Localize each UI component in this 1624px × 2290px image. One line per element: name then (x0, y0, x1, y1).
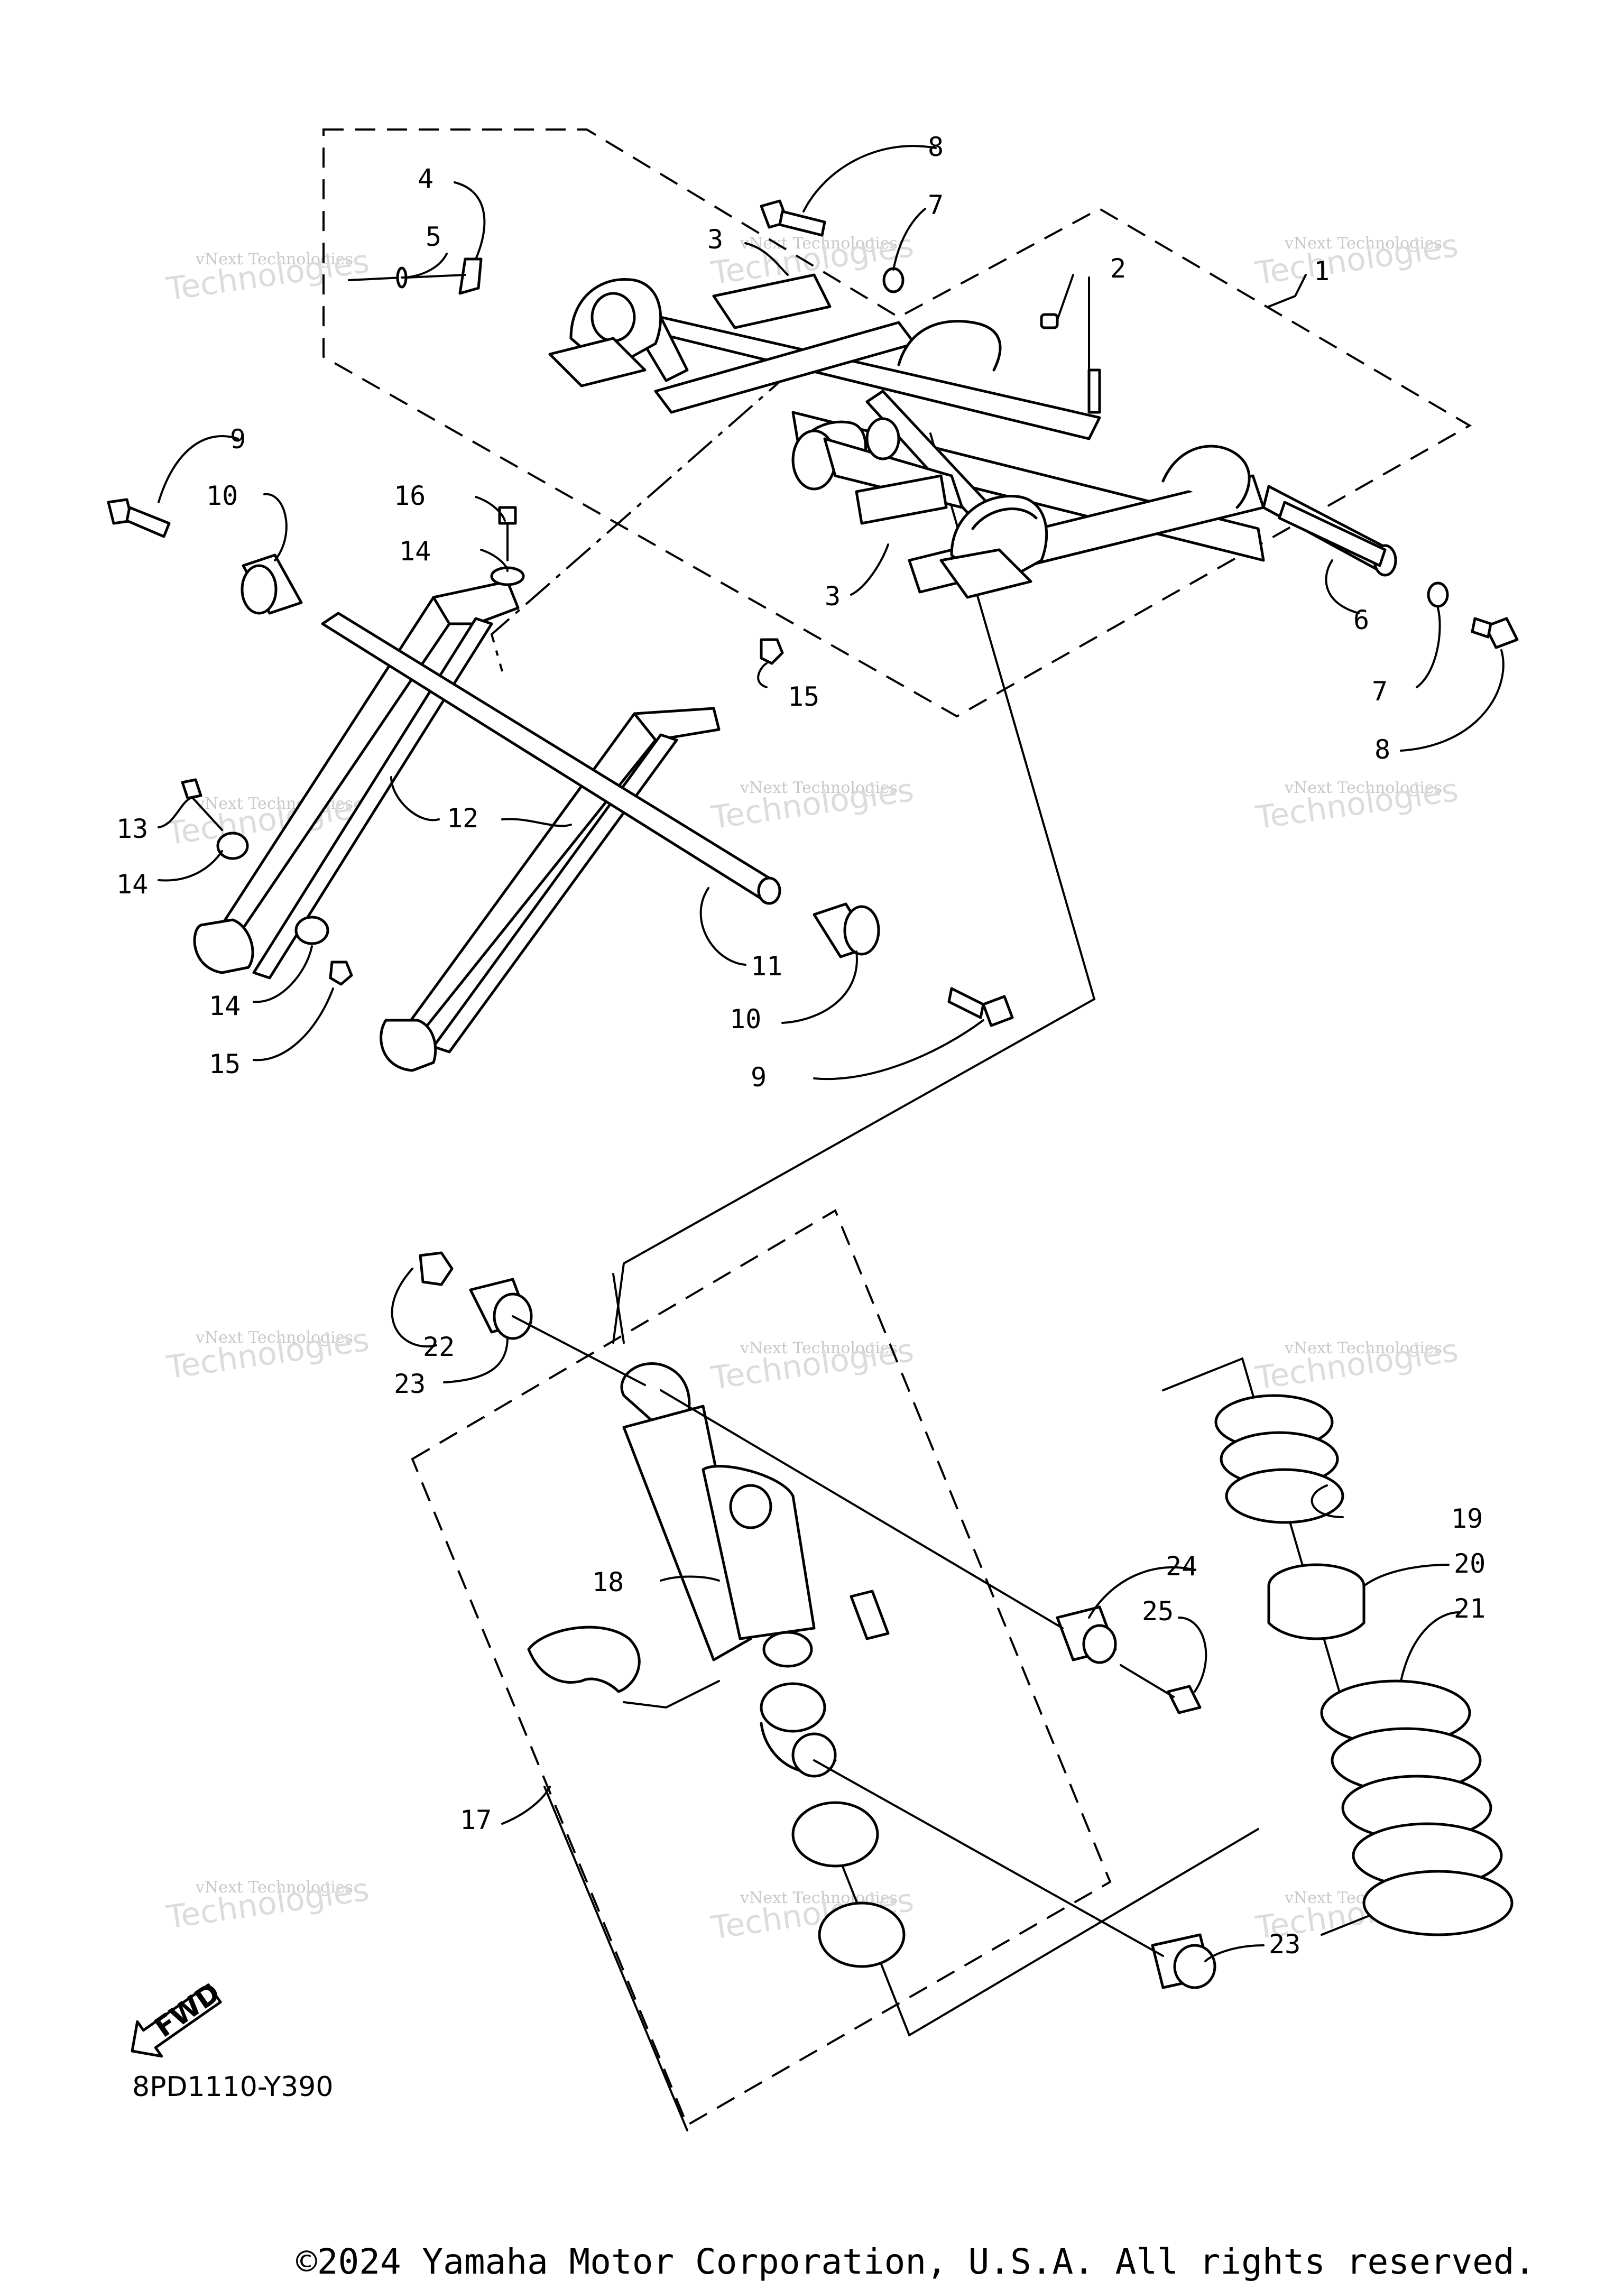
reference-line (490, 369, 794, 672)
callout-25: 25 (1142, 1596, 1174, 1627)
callout-18: 18 (592, 1567, 624, 1598)
collar-10 (241, 553, 880, 958)
washer-14 (216, 566, 525, 945)
reference-line (660, 1389, 1064, 1629)
fwd-arrow-icon: FWD (131, 1977, 226, 2058)
callout-10: 10 (730, 1004, 761, 1035)
svg-text:vNext Technologies: vNext Technologies (195, 1878, 353, 1897)
rear-arm-group-outline (322, 128, 1472, 718)
callout-2: 2 (1110, 253, 1126, 284)
svg-text:vNext Technologies: vNext Technologies (740, 234, 898, 253)
link-arm-12 (193, 580, 721, 1072)
reference-line (612, 1273, 625, 1344)
leader-lines (158, 145, 1505, 1962)
bolt-9 (107, 498, 1014, 1027)
callout-23: 23 (1269, 1929, 1300, 1960)
callout-numbers: 1 2 3 3 4 5 6 7 7 8 8 9 9 10 10 11 12 13… (116, 132, 1485, 1960)
spring-guide-20 (1267, 1563, 1365, 1640)
bolt-25 (1120, 1664, 1202, 1714)
svg-text:vNext Technologies: vNext Technologies (1284, 1339, 1442, 1358)
callout-7: 7 (1372, 676, 1388, 707)
shock-assembly-outline (411, 1209, 1112, 2127)
callout-24: 24 (1166, 1551, 1197, 1582)
callout-15: 15 (209, 1049, 241, 1079)
callout-7: 7 (928, 190, 944, 220)
callout-10: 10 (206, 481, 238, 511)
tube-11 (321, 612, 781, 905)
callout-9: 9 (751, 1062, 767, 1093)
svg-text:vNext Technologies: vNext Technologies (740, 1339, 898, 1358)
svg-text:FWD: FWD (149, 1977, 226, 2044)
reference-line (813, 1759, 1164, 1957)
plate-3 (712, 273, 948, 525)
callout-1: 1 (1314, 256, 1330, 287)
svg-text:vNext Technologies: vNext Technologies (1284, 779, 1442, 797)
callout-4: 4 (418, 163, 433, 194)
svg-text:vNext Technologies: vNext Technologies (1284, 234, 1442, 253)
reference-line (623, 1680, 720, 1709)
svg-text:vNext Technologies: vNext Technologies (195, 250, 353, 269)
callout-23: 23 (394, 1369, 426, 1399)
copyright-notice: ©2024 Yamaha Motor Corporation, U.S.A. A… (296, 2241, 1536, 2282)
callout-3: 3 (825, 581, 841, 612)
callout-8: 8 (1374, 734, 1390, 765)
callout-3: 3 (707, 224, 723, 255)
svg-text:vNext Technologies: vNext Technologies (195, 1328, 353, 1347)
callout-6: 6 (1353, 605, 1369, 635)
spring-19 (1214, 1394, 1344, 1524)
callout-22: 22 (423, 1332, 455, 1362)
adjuster-nuts (791, 1801, 906, 1968)
bolt-8 (760, 199, 1519, 649)
plate-4 (458, 257, 483, 295)
callout-19: 19 (1451, 1503, 1483, 1534)
callout-14: 14 (399, 536, 431, 567)
reference-line (512, 1315, 646, 1386)
collar-24 (1056, 1605, 1117, 1664)
bolt-13 (181, 778, 223, 831)
callout-15: 15 (788, 681, 819, 712)
shock-absorber-18 (620, 1362, 890, 1778)
nut-15 (329, 638, 784, 986)
callout-17: 17 (460, 1805, 492, 1835)
nut-22 (419, 1251, 454, 1286)
rear-arm (548, 278, 1397, 599)
spring-21 (1320, 1679, 1514, 1936)
callout-14: 14 (209, 991, 241, 1021)
callout-20: 20 (1454, 1548, 1485, 1579)
callout-13: 13 (116, 814, 148, 844)
callout-5: 5 (426, 221, 441, 252)
callout-16: 16 (394, 481, 426, 511)
callout-17-bracket (543, 1786, 688, 2131)
callout-8: 8 (928, 132, 944, 162)
callout-21: 21 (1454, 1593, 1485, 1624)
callout-14: 14 (116, 869, 148, 900)
callout-9: 9 (230, 424, 246, 455)
callout-12: 12 (447, 803, 478, 834)
callout-11: 11 (751, 951, 782, 982)
spring-seat-17 (527, 1626, 641, 1693)
grease-nipple-2 (1040, 313, 1059, 329)
svg-text:vNext Technologies: vNext Technologies (740, 779, 898, 797)
collar-6 (1278, 501, 1387, 567)
reference-line (829, 1828, 1259, 2037)
diagram-code: 8PD1110-Y390 (132, 2071, 333, 2103)
